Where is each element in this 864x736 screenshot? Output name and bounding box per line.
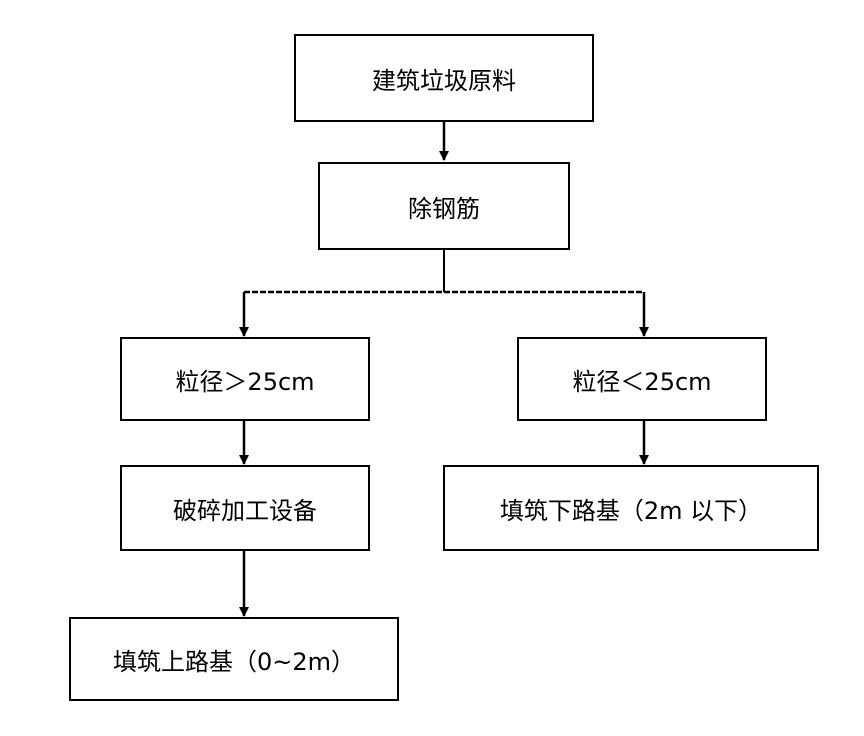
node-raw-material-label: 建筑垃圾原料 (372, 66, 516, 95)
node-size-small-label: 粒径＜25cm (572, 367, 712, 396)
node-remove-rebar-label: 除钢筋 (408, 194, 480, 223)
node-size-large: 粒径＞25cm (120, 337, 370, 421)
node-remove-rebar: 除钢筋 (318, 162, 570, 250)
node-raw-material: 建筑垃圾原料 (294, 34, 594, 122)
node-fill-lower: 填筑下路基（2m 以下） (443, 465, 819, 551)
node-crushing: 破碎加工设备 (120, 465, 370, 551)
node-fill-lower-label: 填筑下路基（2m 以下） (499, 496, 763, 525)
node-crushing-label: 破碎加工设备 (173, 496, 317, 525)
node-fill-upper: 填筑上路基（0~2m） (69, 617, 399, 701)
node-fill-upper-label: 填筑上路基（0~2m） (112, 647, 356, 676)
node-size-small: 粒径＜25cm (517, 337, 767, 421)
node-size-large-label: 粒径＞25cm (175, 367, 315, 396)
